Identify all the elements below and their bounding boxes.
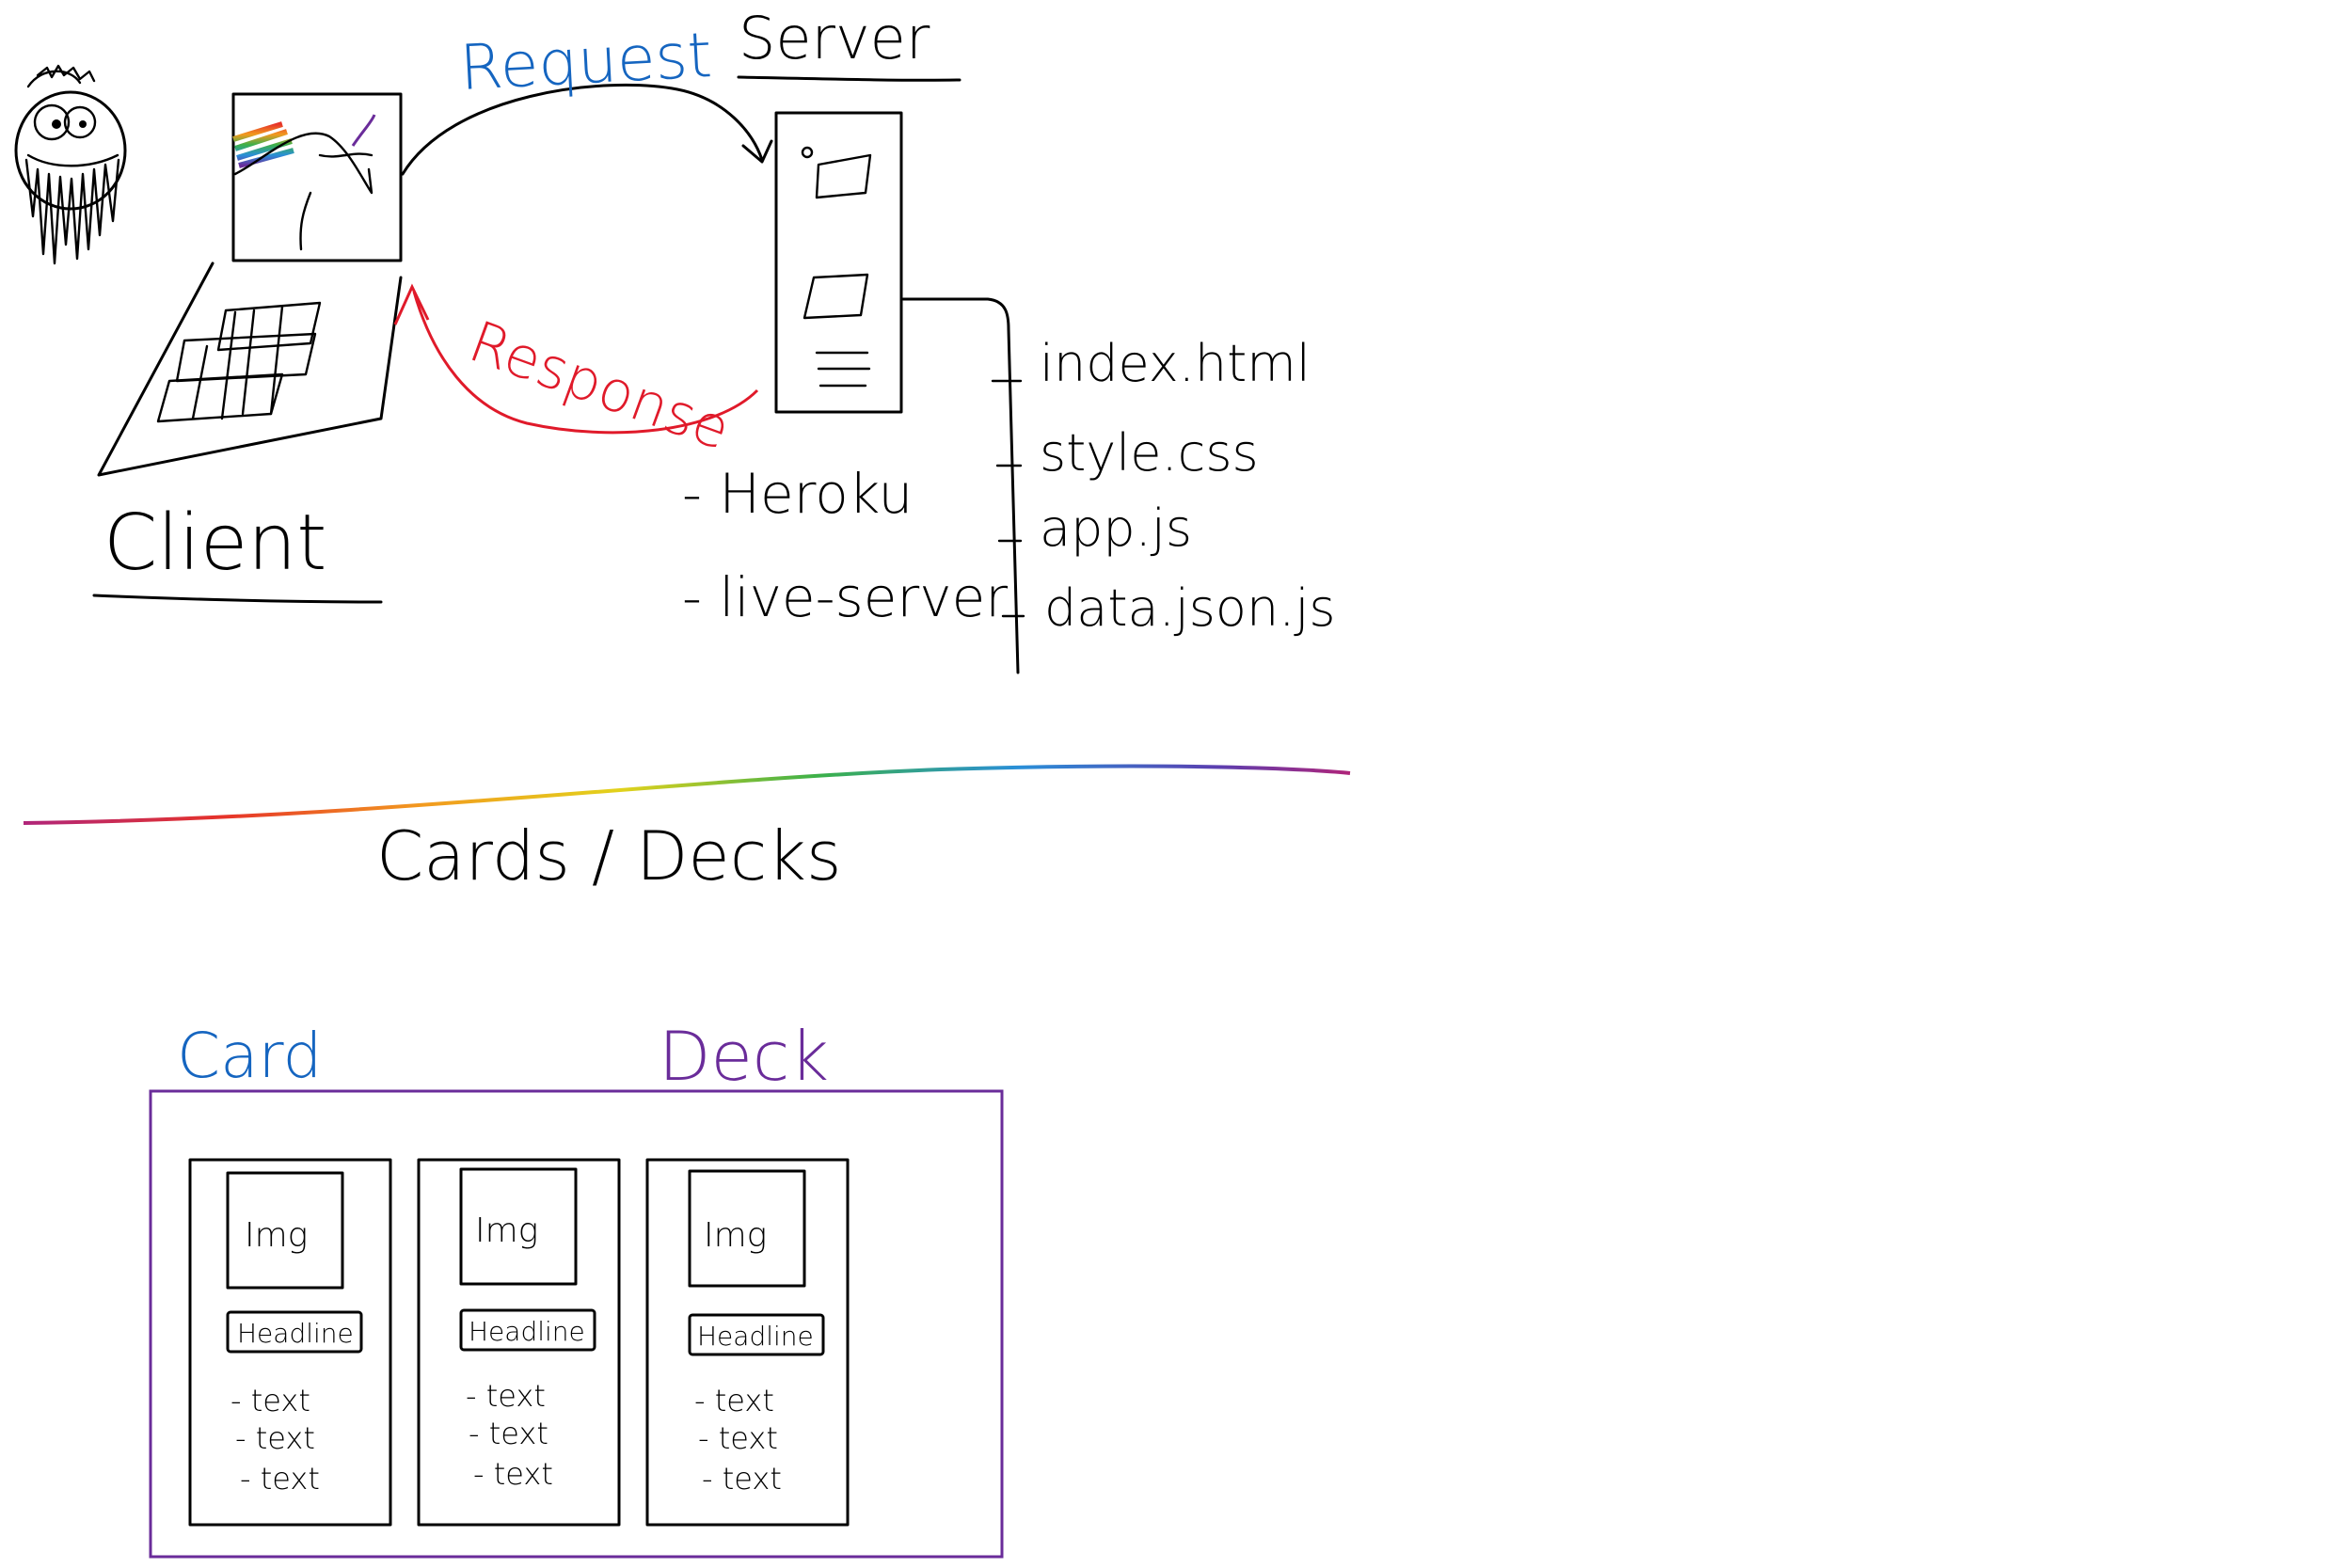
card-headline: Headline [469, 1316, 585, 1347]
file-index-html: index.html [1040, 334, 1311, 393]
card-text-line: - text [466, 1378, 546, 1414]
client-underline [92, 594, 383, 604]
request-label: Request [458, 19, 714, 104]
card-img-label: Img [704, 1216, 767, 1255]
client-label: Client [103, 499, 326, 588]
monster-doodle-icon [14, 64, 127, 265]
laptop-base [97, 261, 403, 477]
card-headline-box [226, 1310, 363, 1354]
response-label: Response [461, 309, 739, 463]
laptop-screen [231, 92, 403, 262]
card-headline: Headline [237, 1318, 354, 1349]
card-2: Img Headline - text - text - text [417, 1158, 621, 1527]
card-3: Img Headline - text - text - text [645, 1158, 850, 1527]
card-headline: Headline [697, 1321, 814, 1352]
file-tree-bracket [901, 297, 1025, 674]
card-headline-box [688, 1313, 825, 1356]
card-text-line: - text [473, 1456, 553, 1492]
card-text-line: - text [230, 1383, 310, 1418]
server-label: Server [739, 4, 930, 72]
file-style-css: style.css [1040, 423, 1259, 483]
rainbow-scribble-icon [232, 121, 294, 168]
card-text-line: - text [469, 1416, 548, 1451]
rainbow-divider [23, 764, 1351, 825]
client-laptop [97, 92, 403, 477]
card-text-line: - text [694, 1383, 774, 1418]
card-text-line: - text [698, 1420, 778, 1456]
server-underline [737, 75, 961, 82]
card-image-placeholder [226, 1171, 344, 1290]
card-image-placeholder [459, 1167, 578, 1286]
card-image-placeholder [688, 1169, 806, 1288]
card-text-line: - text [240, 1461, 320, 1497]
section-caption: Cards / Decks [376, 816, 842, 895]
response-arrow [393, 283, 759, 435]
server-tower [774, 111, 903, 414]
file-app-js: app.js [1040, 499, 1192, 558]
card-img-label: Img [245, 1216, 308, 1255]
deck-frame [149, 1089, 1004, 1559]
hosting-option-heroku: - Heroku [682, 462, 913, 526]
keyboard-keys [156, 301, 322, 423]
hosting-option-live-server: - live-server [682, 565, 1008, 629]
file-data-json-js: data.json.js [1044, 578, 1336, 638]
card-text-line: - text [702, 1461, 782, 1497]
card-1: Img Headline - text - text - text [188, 1158, 392, 1527]
request-arrow [401, 83, 773, 176]
card-text-line: - text [235, 1420, 315, 1456]
card-label: Card [177, 1020, 322, 1092]
deck-label: Deck [659, 1017, 829, 1096]
card-img-label: Img [475, 1212, 538, 1250]
card-headline-box [459, 1308, 596, 1352]
